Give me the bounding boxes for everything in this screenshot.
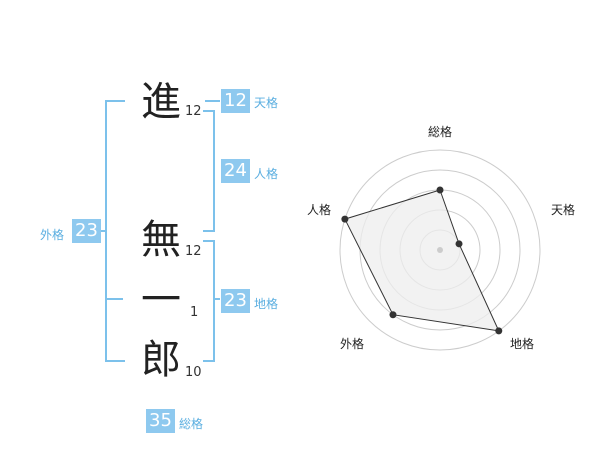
- chikaku-score: 23: [221, 289, 250, 313]
- radar-label-gaikaku: 外格: [340, 337, 365, 351]
- jinkaku-score: 24: [221, 159, 250, 183]
- soukaku-label: 総格: [179, 417, 204, 431]
- jinkaku-bracket: [203, 110, 215, 232]
- radar-ring: [339, 149, 541, 351]
- gaikaku-label: 外格: [40, 228, 65, 242]
- radar-polygon: [344, 189, 500, 332]
- chikaku-bracket: [203, 240, 215, 362]
- radar-label-chikaku: 地格: [510, 337, 535, 351]
- name-char-1: 進: [141, 79, 181, 125]
- radar-label-jinkaku: 人格: [307, 203, 332, 217]
- radar-point-chikaku: [495, 327, 503, 335]
- gaikaku-score: 23: [72, 219, 101, 243]
- soukaku-score: 35: [146, 409, 175, 433]
- gaikaku-bracket: [105, 100, 125, 362]
- radar-point-soukaku: [436, 186, 444, 194]
- stroke-count-4: 10: [185, 365, 202, 380]
- stroke-count-3: 1: [190, 305, 199, 320]
- tenkaku-score: 12: [221, 89, 250, 113]
- jinkaku-label: 人格: [254, 167, 279, 181]
- name-char-3: 一: [141, 277, 181, 323]
- name-char-4: 郎: [141, 337, 181, 383]
- chikaku-connector: [215, 298, 220, 300]
- radar-point-tenkaku: [455, 240, 463, 248]
- stroke-count-1: 12: [185, 104, 202, 119]
- gaikaku-bracket-mid: [105, 298, 123, 300]
- radar-label-soukaku: 総格: [428, 125, 453, 139]
- chikaku-label: 地格: [254, 297, 279, 311]
- radar-point-gaikaku: [389, 311, 397, 319]
- name-char-2: 無: [141, 217, 181, 263]
- tenkaku-label: 天格: [254, 96, 279, 110]
- radar-point-jinkaku: [341, 215, 349, 223]
- radar-label-tenkaku: 天格: [551, 203, 576, 217]
- radar-center: [437, 247, 443, 253]
- tenkaku-connector: [205, 100, 220, 102]
- stroke-count-2: 12: [185, 244, 202, 259]
